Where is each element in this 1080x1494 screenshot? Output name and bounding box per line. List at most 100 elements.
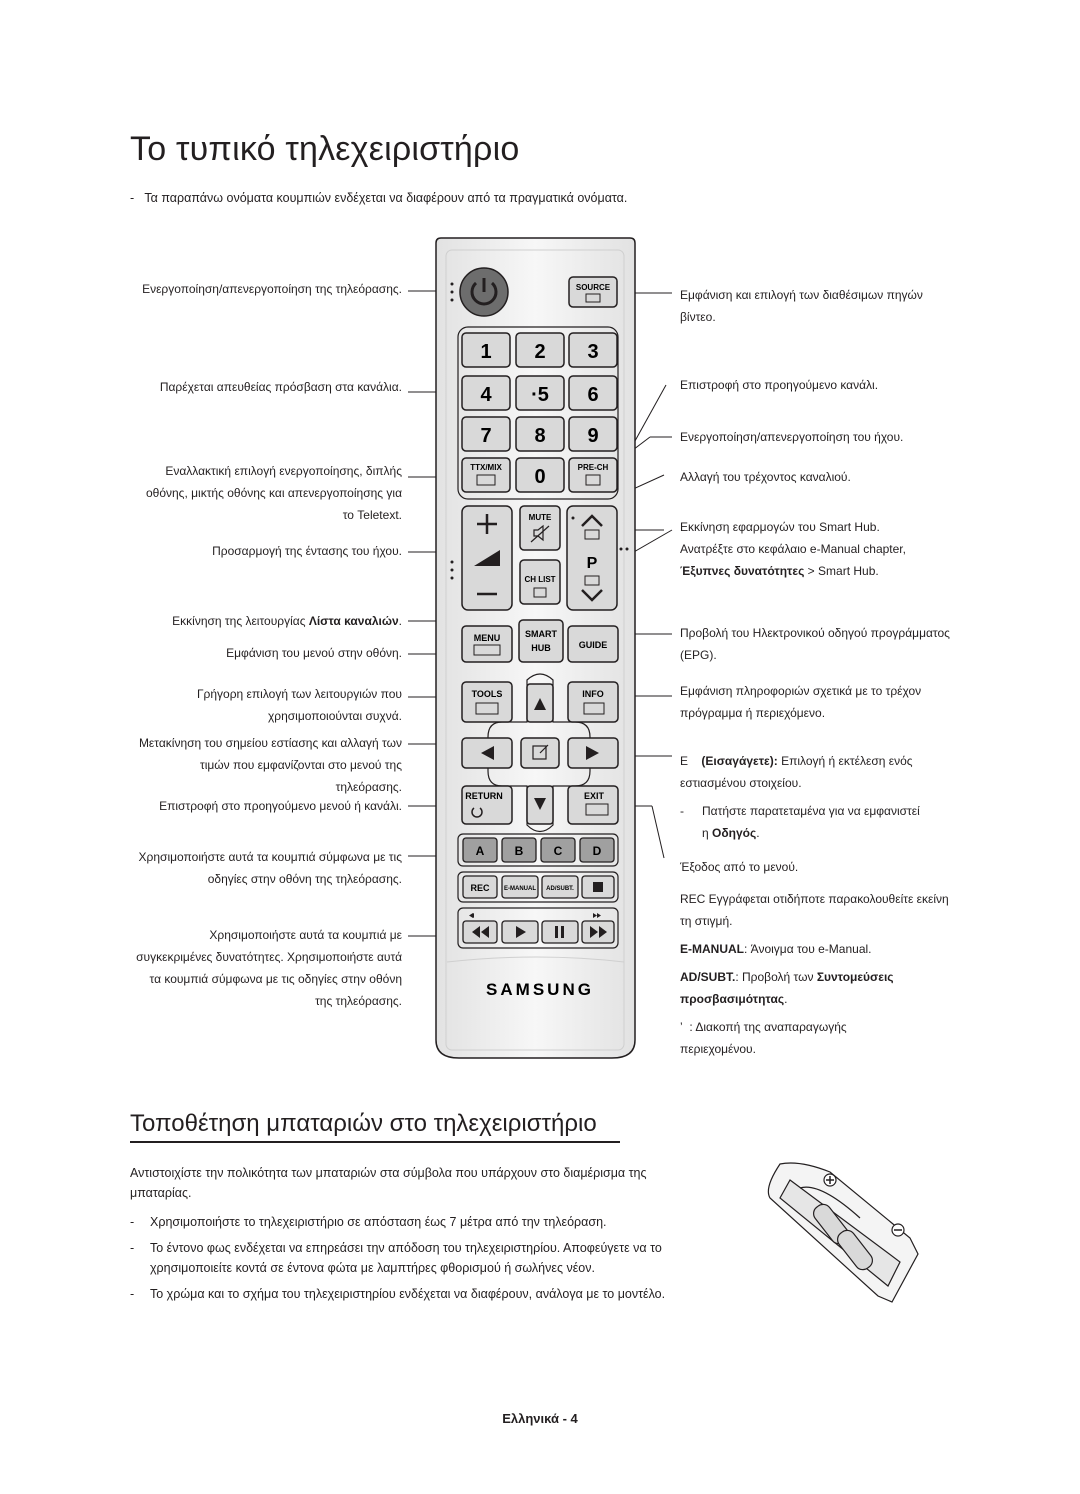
bullet-dash: -	[130, 1241, 135, 1255]
color-key-c-button[interactable]	[540, 837, 576, 863]
ad-subt-button[interactable]	[541, 875, 579, 899]
label-color: Χρησιμοποιήστε αυτά τα κουμπιά σύμφωνα μ…	[138, 850, 402, 886]
channel-up-icon	[581, 514, 603, 527]
label-chlist: Εκκίνηση της λειτουργίας Λίστα καναλιών.	[132, 610, 402, 632]
label-teletext: Εναλλακτική επιλογή ενεργοποίησης, διπλή…	[145, 464, 402, 522]
label-guide: Προβολή του Ηλεκτρονικού οδηγού προγράμμ…	[680, 626, 950, 662]
label-playback: Χρησιμοποιήστε αυτά τα κουμπιά με συγκεκ…	[136, 928, 402, 1008]
digit-button[interactable]	[461, 332, 511, 368]
digit-label: 6	[587, 384, 598, 406]
smart-hub-shortcut-icon	[584, 529, 600, 540]
digit-button[interactable]	[461, 375, 511, 411]
teletext-icon	[476, 474, 496, 486]
enter-icon-glyph	[532, 744, 549, 760]
enter-icon: E	[680, 754, 689, 768]
note-dash: -	[130, 191, 135, 205]
digit-button[interactable]	[568, 332, 618, 368]
section-underline	[130, 1141, 620, 1143]
channel-p-label: P	[587, 555, 598, 572]
polarity-icons	[826, 1176, 902, 1231]
digit-button[interactable]	[568, 416, 618, 452]
stop-square-icon	[593, 882, 603, 892]
info-button[interactable]	[567, 681, 619, 723]
hub-label: HUB	[531, 643, 551, 653]
next-track-icon	[593, 913, 601, 918]
intro-note-text: Τα παραπάνω ονόματα κουμπιών ενδέχεται ν…	[144, 191, 628, 205]
label-exit: Έξοδος από το μενού.	[680, 860, 799, 874]
label-mute: Ενεργοποίηση/απενεργοποίηση του ήχου.	[680, 430, 904, 444]
guide-label: GUIDE	[579, 640, 608, 650]
label-info: Εμφάνιση πληροφοριών σχετικά με το τρέχο…	[680, 684, 922, 720]
label-emanual: E-MANUAL: Άνοιγμα του e-Manual.	[680, 938, 960, 960]
smart-text-a: Εκκίνηση εφαρμογών του	[680, 520, 820, 534]
menu-label: MENU	[474, 633, 501, 643]
enter-sub-text-c: .	[756, 826, 760, 840]
ch-list-button[interactable]	[519, 559, 561, 605]
return-button[interactable]	[461, 785, 513, 825]
enter-text-a: (Εισαγάγετε):	[701, 754, 778, 768]
digit-button[interactable]	[515, 416, 565, 452]
digit-button[interactable]	[461, 416, 511, 452]
ad-subt-label: AD/SUBT.	[546, 886, 574, 892]
enter-text-b: Επιλογή ή εκτέλεση ενός εστιασμένου στοι…	[680, 754, 913, 790]
volume-up-icon	[477, 514, 497, 534]
smart-text-f: >	[804, 564, 819, 578]
pause-icon	[555, 926, 564, 938]
label-adsubt: AD/SUBT.: Προβολή των Συντομεύσεις προσβ…	[680, 966, 930, 1010]
rewind-icon	[472, 926, 489, 938]
e-manual-button[interactable]	[501, 875, 539, 899]
label-prech: Επιστροφή στο προηγούμενο κανάλι.	[680, 378, 879, 392]
chlist-text-b: Λίστα καναλιών	[308, 614, 399, 628]
emanual-text-a: E-MANUAL	[680, 942, 744, 956]
smart-hub-button[interactable]	[518, 619, 564, 663]
color-key-b-button[interactable]	[501, 837, 537, 863]
label-menu: Εμφάνιση του μενού στην οθόνη.	[226, 646, 402, 660]
color-key-d-button[interactable]	[579, 837, 615, 863]
label-smarthub: Εκκίνηση εφαρμογών του Smart Hub. Ανατρέ…	[680, 516, 980, 582]
label-tools: Γρήγορη επιλογή των λειτουργιών που χρησ…	[196, 687, 402, 723]
digit-label: 7	[480, 425, 491, 447]
enter-sub-dash: -	[680, 804, 684, 818]
digit-button[interactable]	[568, 375, 618, 411]
menu-button[interactable]	[461, 625, 513, 663]
label-enter: E (Εισαγάγετε): Επιλογή ή εκτέλεση ενός …	[680, 750, 960, 794]
rec-text-a: REC	[680, 892, 706, 906]
return-label: RETURN	[465, 791, 503, 801]
digit-label: 1	[480, 341, 491, 363]
adsubt-text-a: AD/SUBT.	[680, 970, 736, 984]
label-power: Ενεργοποίηση/απενεργοποίηση της τηλεόρασ…	[142, 282, 402, 296]
samsung-logo: SAMSUNG	[486, 980, 594, 999]
enter-sub-text-b: Οδηγός	[712, 826, 757, 840]
mute-label: MUTE	[529, 513, 552, 522]
adsubt-text-b: : Προβολή των	[735, 970, 817, 984]
digit-button[interactable]	[515, 375, 565, 411]
exit-icon	[585, 803, 609, 816]
digit-0-label: 0	[534, 466, 545, 488]
label-enter-sub: - Πατήστε παρατεταμένα για να εμφανιστεί…	[680, 800, 920, 844]
digit-0-button[interactable]	[515, 457, 565, 493]
exit-label: EXIT	[584, 791, 605, 801]
play-icon	[516, 926, 526, 938]
rec-label: REC	[470, 883, 490, 893]
bullet-text: Χρησιμοποιήστε το τηλεχειριστήριο σε από…	[150, 1215, 607, 1229]
source-icon	[585, 293, 601, 303]
volume-wedge-icon	[474, 550, 500, 566]
label-arrows: Μετακίνηση του σημείου εστίασης και αλλα…	[138, 736, 402, 794]
digit-button[interactable]	[515, 332, 565, 368]
return-icon	[471, 807, 483, 818]
channel-rocker[interactable]	[566, 505, 618, 611]
source-button[interactable]	[568, 276, 618, 308]
label-rec: REC Εγγράφεται οτιδήποτε παρακολουθείτε …	[680, 888, 950, 932]
left-arrow-icon	[481, 746, 494, 760]
rec-button[interactable]	[462, 875, 498, 899]
color-key-a-button[interactable]	[462, 837, 498, 863]
tools-button[interactable]	[461, 681, 513, 723]
pause-button[interactable]	[541, 920, 579, 944]
prev-track-icon	[469, 913, 474, 918]
rec-text-b: Εγγράφεται οτιδήποτε παρακολουθείτε εκεί…	[680, 892, 949, 928]
battery-compartment-illustration	[767, 1162, 919, 1303]
color-key-label: B	[515, 844, 524, 858]
guide-button[interactable]	[567, 625, 619, 663]
chlist-text-a: Εκκίνηση της λειτουργίας	[172, 614, 309, 628]
